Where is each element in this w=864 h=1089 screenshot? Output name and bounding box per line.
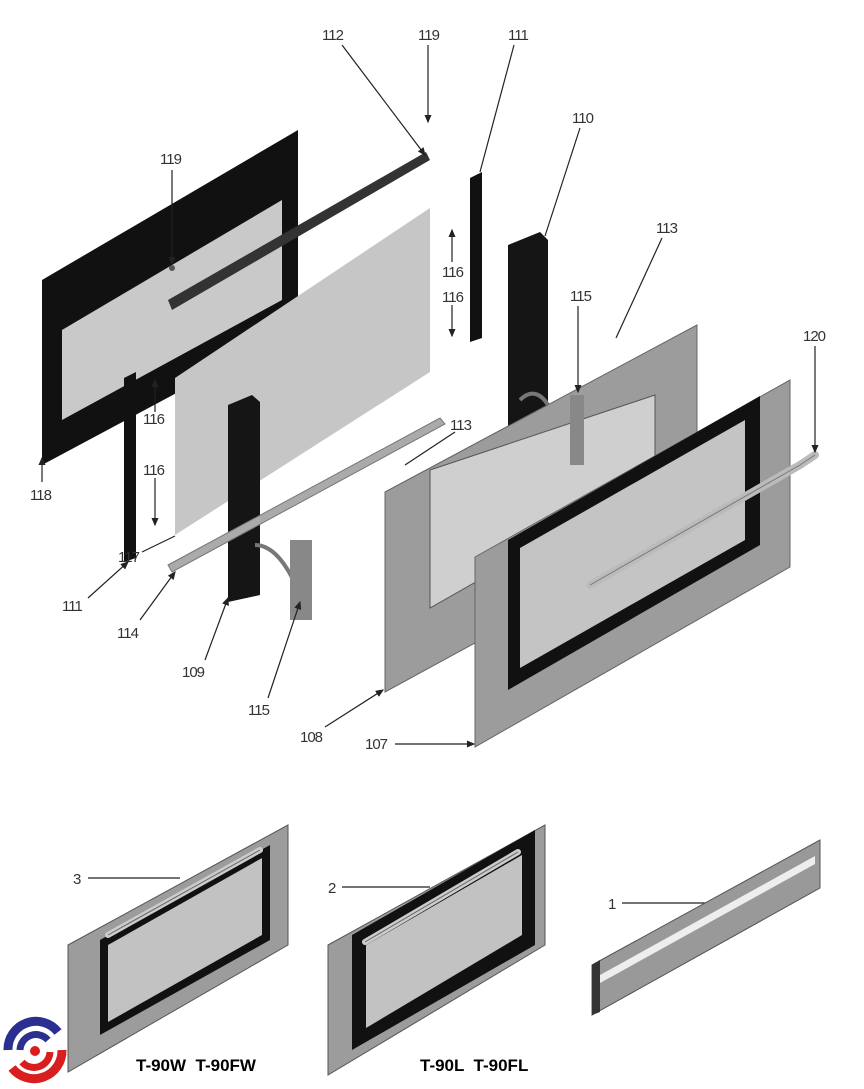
callout-115-bottom: 115 [248, 702, 270, 719]
model-label-left: T-90W T-90FW [136, 1056, 257, 1075]
callout-3: 3 [73, 871, 81, 888]
callout-111-left: 111 [62, 598, 82, 615]
callout-117: 117 [118, 549, 140, 566]
callout-113-mid: 113 [450, 417, 472, 434]
callout-114: 114 [117, 625, 139, 642]
model-label-right: T-90L T-90FL [420, 1056, 528, 1075]
part-107-outer-door [474, 379, 819, 748]
callout-119-inner: 119 [160, 151, 182, 168]
callout-110: 110 [572, 110, 594, 127]
assembly-2-door-black [327, 824, 546, 1076]
callout-113-top: 113 [656, 220, 678, 237]
callout-116-c: 116 [143, 411, 165, 428]
brand-logo [3, 1016, 67, 1084]
callout-118: 118 [30, 487, 52, 504]
callout-leaders [38, 44, 819, 904]
part-110-hinge-column [508, 232, 550, 432]
part-112-top-strip [168, 152, 430, 310]
callout-108: 108 [300, 729, 323, 746]
part-109-hinge-column [228, 395, 312, 620]
part-114-bottom-bar [167, 417, 446, 573]
part-111-side-strip-left [124, 372, 136, 562]
callout-116-b: 116 [442, 289, 464, 306]
callout-109: 109 [182, 664, 205, 681]
assembly-1-strip [591, 839, 821, 1016]
callout-1: 1 [608, 896, 616, 913]
part-119-screw [169, 265, 175, 271]
callout-111: 111 [508, 27, 528, 44]
callout-116-d: 116 [143, 462, 165, 479]
callout-119: 119 [418, 27, 440, 44]
callout-116-a: 116 [442, 264, 464, 281]
callout-2: 2 [328, 880, 336, 897]
callout-120: 120 [803, 328, 826, 345]
callout-112: 112 [322, 27, 344, 44]
assembly-3-door-white [67, 824, 289, 1073]
part-111-side-strip [470, 172, 482, 342]
callout-115-top: 115 [570, 288, 592, 305]
callout-107: 107 [365, 736, 388, 753]
